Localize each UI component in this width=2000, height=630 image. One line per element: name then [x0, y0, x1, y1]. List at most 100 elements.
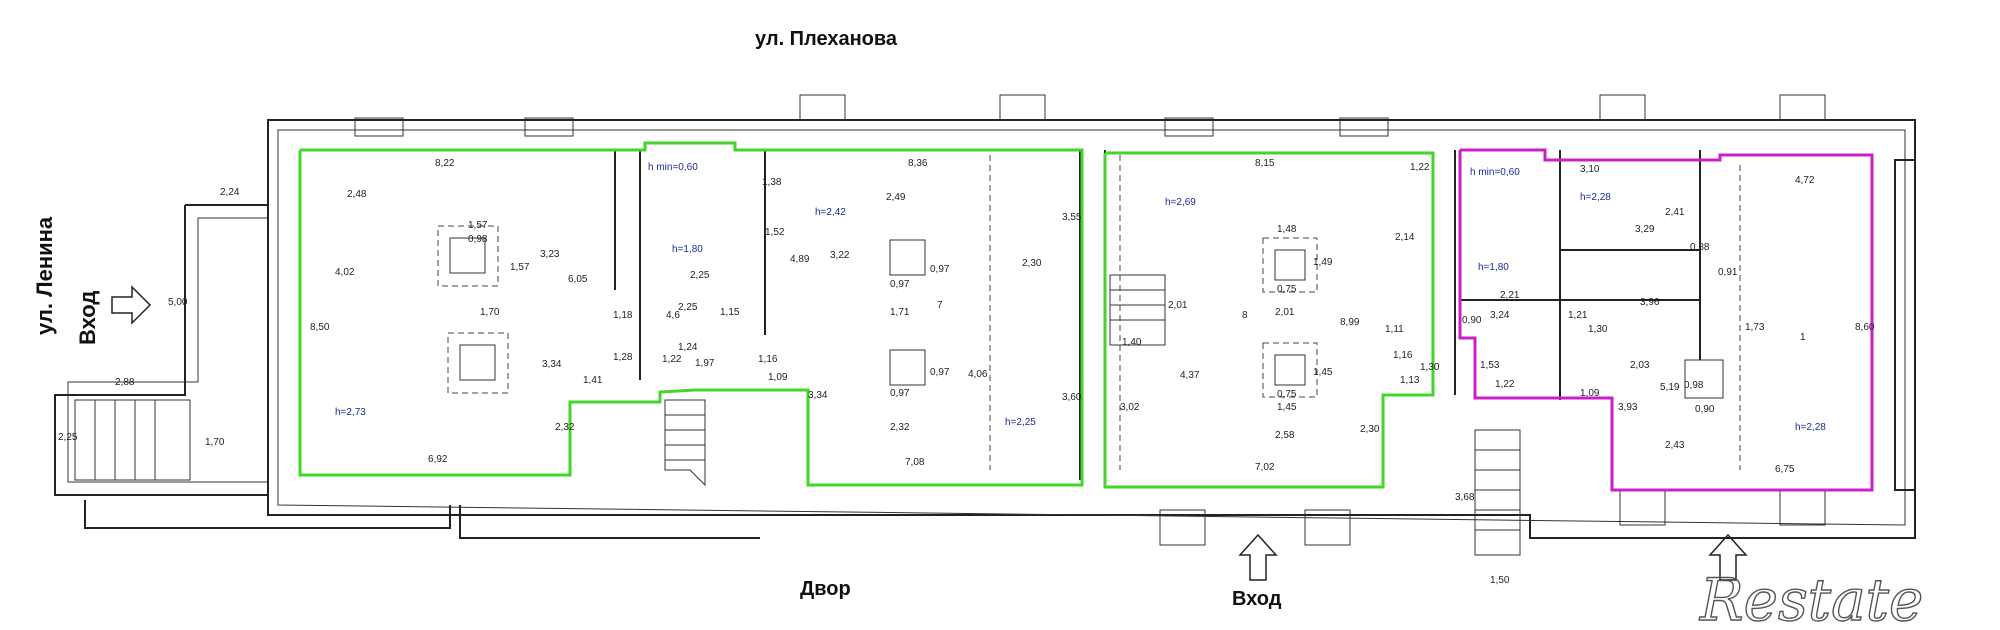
dim-label: 3,68 — [1455, 492, 1475, 503]
height-label: h=2,73 — [335, 407, 366, 418]
dim-label: 2,58 — [1275, 430, 1295, 441]
dim-label: 4,37 — [1180, 370, 1200, 381]
dim-label: 0,97 — [890, 388, 910, 399]
columns — [437, 225, 1724, 399]
dim-label: 1,30 — [1588, 324, 1608, 335]
dim-label: 1,97 — [695, 358, 715, 369]
dim-label: 1,18 — [613, 310, 633, 321]
street-label-left: ул. Ленина — [32, 216, 57, 335]
dim-label: 4,02 — [335, 267, 355, 278]
dim-label: 3,29 — [1635, 224, 1655, 235]
highlight-zone-green-2 — [1103, 151, 1435, 489]
dim-label: 3,02 — [1120, 402, 1140, 413]
dim-label: 6,92 — [428, 454, 448, 465]
dim-label: 0,90 — [1695, 404, 1715, 415]
street-label-top: ул. Плеханова — [755, 28, 898, 50]
dim-label: 2,30 — [1022, 258, 1042, 269]
dim-label: 2,32 — [890, 422, 910, 433]
dim-label: 3,93 — [1618, 402, 1638, 413]
entrance-arrow-bottom-icon — [1238, 533, 1278, 581]
dim-label: 2,43 — [1665, 440, 1685, 451]
dim-label: 8,22 — [435, 158, 455, 169]
dim-label: 0,91 — [1718, 267, 1738, 278]
dim-label: 2,01 — [1275, 307, 1295, 318]
dim-label: 1,22 — [1410, 162, 1430, 173]
dim-label: 1,09 — [768, 372, 788, 383]
dim-label: 1,73 — [1745, 322, 1765, 333]
dim-label: 1,71 — [890, 307, 910, 318]
dim-label: 0,88 — [1690, 242, 1710, 253]
height-label: h=2,28 — [1795, 422, 1826, 433]
dim-label: 4,06 — [968, 369, 988, 380]
dim-label: 2,25 — [690, 270, 710, 281]
entrance-arrow-right-icon — [1708, 533, 1748, 581]
dim-label: 1,16 — [1393, 350, 1413, 361]
dim-label: 1,24 — [678, 342, 698, 353]
dim-label: 2,21 — [1500, 290, 1520, 301]
dim-label: 3,96 — [1640, 297, 1660, 308]
height-label: h=2,28 — [1580, 192, 1611, 203]
dim-label: 0,97 — [930, 367, 950, 378]
highlight-zone-magenta — [1458, 148, 1874, 492]
dim-label: 0,75 — [1277, 284, 1297, 295]
height-label: h=2,25 — [1005, 417, 1036, 428]
dim-label: 7,02 — [1255, 462, 1275, 473]
dim-label: 8,60 — [1855, 322, 1875, 333]
dim-label: 8,36 — [908, 158, 928, 169]
dim-label: 1,09 — [1580, 388, 1600, 399]
dim-label: 1,70 — [480, 307, 500, 318]
dim-label: 1,45 — [1313, 367, 1333, 378]
dim-label: 2,25 — [58, 432, 78, 443]
dim-label: 1,49 — [1313, 257, 1333, 268]
dim-label: 2,49 — [886, 192, 906, 203]
dim-label: 8 — [1242, 310, 1248, 321]
dim-label: 1,22 — [1495, 379, 1515, 390]
dim-label: 1,45 — [1277, 402, 1297, 413]
dim-label: 8,99 — [1340, 317, 1360, 328]
dim-label: 3,23 — [540, 249, 560, 260]
dim-label: 1,53 — [1480, 360, 1500, 371]
dim-label: 2,25 — [678, 302, 698, 313]
dim-label: 2,03 — [1630, 360, 1650, 371]
dim-label: 8,15 — [1255, 158, 1275, 169]
dim-label: 7,08 — [905, 457, 925, 468]
dim-label: 1,50 — [1490, 575, 1510, 586]
dim-label: 6,75 — [1775, 464, 1795, 475]
dim-label: 8,50 — [310, 322, 330, 333]
dim-label: 1,16 — [758, 354, 778, 365]
dim-label: 2,30 — [1360, 424, 1380, 435]
dim-label: 1,70 — [205, 437, 225, 448]
dim-label: 1,22 — [662, 354, 682, 365]
dim-label: 3,24 — [1490, 310, 1510, 321]
dim-label: 1,15 — [720, 307, 740, 318]
windows — [354, 94, 1826, 546]
height-label: h min=0,60 — [1470, 167, 1520, 178]
highlight-zone-green-1 — [298, 141, 1084, 487]
entrance-label-left: Вход — [75, 291, 100, 345]
entrance-arrow-left-icon — [111, 285, 152, 325]
dim-label: 1 — [1800, 332, 1806, 343]
dim-label: 4,6 — [666, 310, 680, 321]
dim-label: 1,28 — [613, 352, 633, 363]
dim-label: 0,98 — [1684, 380, 1704, 391]
dim-label: 5,19 — [1660, 382, 1680, 393]
dim-label: 3,22 — [830, 250, 850, 261]
dim-label: 2,01 — [1168, 300, 1188, 311]
dim-label: 4,72 — [1795, 175, 1815, 186]
entrance-label-bottom: Вход — [1232, 588, 1282, 610]
dim-label: 4,89 — [790, 254, 810, 265]
dim-label: 2,48 — [347, 189, 367, 200]
dim-label: 1,40 — [1122, 337, 1142, 348]
dim-label: 1,48 — [1277, 224, 1297, 235]
dim-label: 1,11 — [1385, 324, 1404, 335]
dim-label: 3,55 — [1062, 212, 1082, 223]
dim-label: 1,30 — [1420, 362, 1440, 373]
dim-label: 1,21 — [1568, 310, 1588, 321]
dim-label: 2,41 — [1665, 207, 1685, 218]
dim-label: 1,52 — [765, 227, 785, 238]
dim-label: 1,57 — [510, 262, 530, 273]
dim-label: 0,97 — [890, 279, 910, 290]
height-label: h=2,42 — [815, 207, 846, 218]
height-label: h=1,80 — [672, 244, 703, 255]
